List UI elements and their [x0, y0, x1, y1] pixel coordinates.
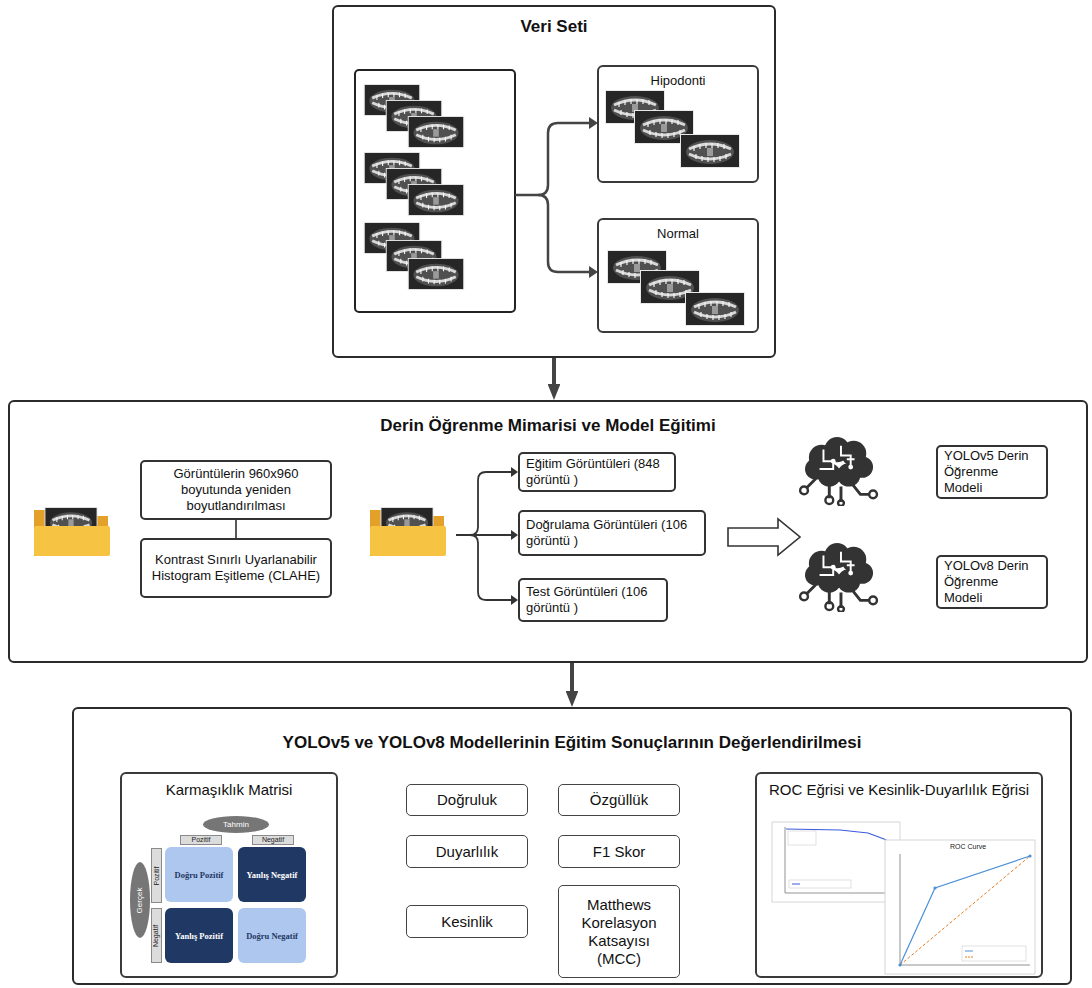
- class-panel: Normal: [597, 218, 759, 333]
- image-stack-box: [355, 70, 515, 312]
- box-text: Doğrulama Görüntüleri (106 görüntü ): [526, 517, 698, 550]
- box-text: Tahmin: [223, 820, 249, 829]
- matrix-cell: Doğru Pozitif: [165, 847, 233, 902]
- metric-box: Özgüllük: [558, 784, 680, 816]
- heading-text: Normal: [657, 226, 699, 243]
- box-text: F1 Skor: [593, 843, 646, 861]
- box-text: YOLOv8 Derin Öğrenme Modeli: [944, 558, 1040, 607]
- box-text: Gerçek: [136, 887, 145, 913]
- model-box: YOLOv8 Derin Öğrenme Modeli: [936, 555, 1048, 609]
- connector-arrow: [552, 358, 556, 390]
- hollow-arrow: [728, 519, 800, 555]
- box-text: Pozitif: [153, 866, 161, 885]
- matrix-cell: Yanlış Pozitif: [165, 908, 233, 963]
- box-text: YOLOv5 Derin Öğrenme Modeli: [944, 448, 1040, 497]
- box-text: Doğruluk: [437, 791, 497, 809]
- section-panel: Derin Öğrenme Mimarisi ve Model EğitimiG…: [8, 400, 1088, 663]
- box-text: Test Görüntüleri (106 görüntü ): [526, 584, 660, 617]
- box-text: Negatif: [262, 836, 284, 844]
- split-box: Test Görüntüleri (106 görüntü ): [518, 578, 668, 622]
- box-text: Kesinlik: [441, 913, 493, 931]
- heading-text: Karmaşıklık Matrisi: [166, 780, 293, 800]
- box-text: Yanlış Negatif: [247, 870, 298, 880]
- chart-title: ROC Curve: [950, 843, 986, 851]
- xray-thumbnails: [364, 84, 744, 325]
- split-box: Eğitim Görüntüleri (848 görüntü ): [518, 452, 676, 492]
- metric-box: F1 Skor: [558, 835, 680, 868]
- process-box: Görüntülerin 960x960 boyutunda yeniden b…: [140, 460, 332, 520]
- brain-icon: [800, 437, 877, 612]
- box-text: Doğru Pozitif: [175, 870, 224, 880]
- metric-box: Kesinlik: [406, 905, 528, 938]
- axis-oval: Tahmin: [203, 816, 269, 833]
- roc-chart: [885, 840, 1035, 974]
- heading-text: Derin Öğrenme Mimarisi ve Model Eğitimi: [380, 416, 715, 436]
- section-panel: YOLOv5 ve YOLOv8 Modellerinin Eğitim Son…: [72, 707, 1072, 985]
- header-box: Negatif: [252, 835, 294, 845]
- header-box: Pozitif: [180, 835, 222, 845]
- matrix-panel: Karmaşıklık MatrisiTahminPozitifNegatifG…: [120, 772, 338, 978]
- box-text: Özgüllük: [590, 791, 648, 809]
- box-text: Eğitim Görüntüleri (848 görüntü ): [526, 456, 668, 489]
- folder-icon: [34, 507, 446, 556]
- metric-box: Duyarlılık: [406, 835, 528, 868]
- matrix-cell: Yanlış Negatif: [238, 847, 306, 902]
- box-text: Kontrast Sınırlı Uyarlanabilir Histogram…: [148, 552, 324, 585]
- connector-arrow: [235, 520, 237, 538]
- box-text: Duyarlılık: [436, 843, 499, 861]
- heading-text: ROC Eğrisi ve Kesinlik-Duyarlılık Eğrisi: [769, 780, 1029, 800]
- chart-panel: ROC Eğrisi ve Kesinlik-Duyarlılık Eğrisi: [755, 772, 1043, 978]
- box-text: Görüntülerin 960x960 boyutunda yeniden b…: [148, 466, 324, 515]
- branch-arrow: [515, 123, 590, 272]
- split-box: Doğrulama Görüntüleri (106 görüntü ): [518, 510, 706, 556]
- box-text: Doğru Negatif: [246, 931, 298, 941]
- metric-box: Matthews Korelasyon Katsayısı (MCC): [558, 885, 680, 978]
- box-text: Matthews Korelasyon Katsayısı (MCC): [565, 896, 673, 968]
- metric-box: Doğruluk: [406, 784, 528, 816]
- box-text: Pozitif: [191, 836, 210, 844]
- connector-arrow: [570, 663, 574, 697]
- matrix-cell: Doğru Negatif: [238, 908, 306, 963]
- header-box: Negatif: [151, 908, 162, 963]
- section-panel: Veri SetiHipodontiNormal: [332, 5, 776, 358]
- header-box: Pozitif: [151, 848, 162, 903]
- box-text: Negatif: [153, 924, 161, 946]
- box-text: Yanlış Pozitif: [175, 931, 223, 941]
- arrow-head: [511, 467, 518, 605]
- class-panel: Hipodonti: [597, 65, 759, 183]
- precision-recall-chart: [772, 822, 900, 902]
- heading-text: YOLOv5 ve YOLOv8 Modellerinin Eğitim Son…: [283, 733, 862, 753]
- heading-text: Veri Seti: [520, 17, 587, 37]
- model-box: YOLOv5 Derin Öğrenme Modeli: [936, 445, 1048, 499]
- heading-text: Hipodonti: [651, 73, 706, 90]
- axis-oval: Gerçek: [130, 862, 150, 938]
- process-box: Kontrast Sınırlı Uyarlanabilir Histogram…: [140, 538, 332, 598]
- split-arrow: [456, 472, 512, 600]
